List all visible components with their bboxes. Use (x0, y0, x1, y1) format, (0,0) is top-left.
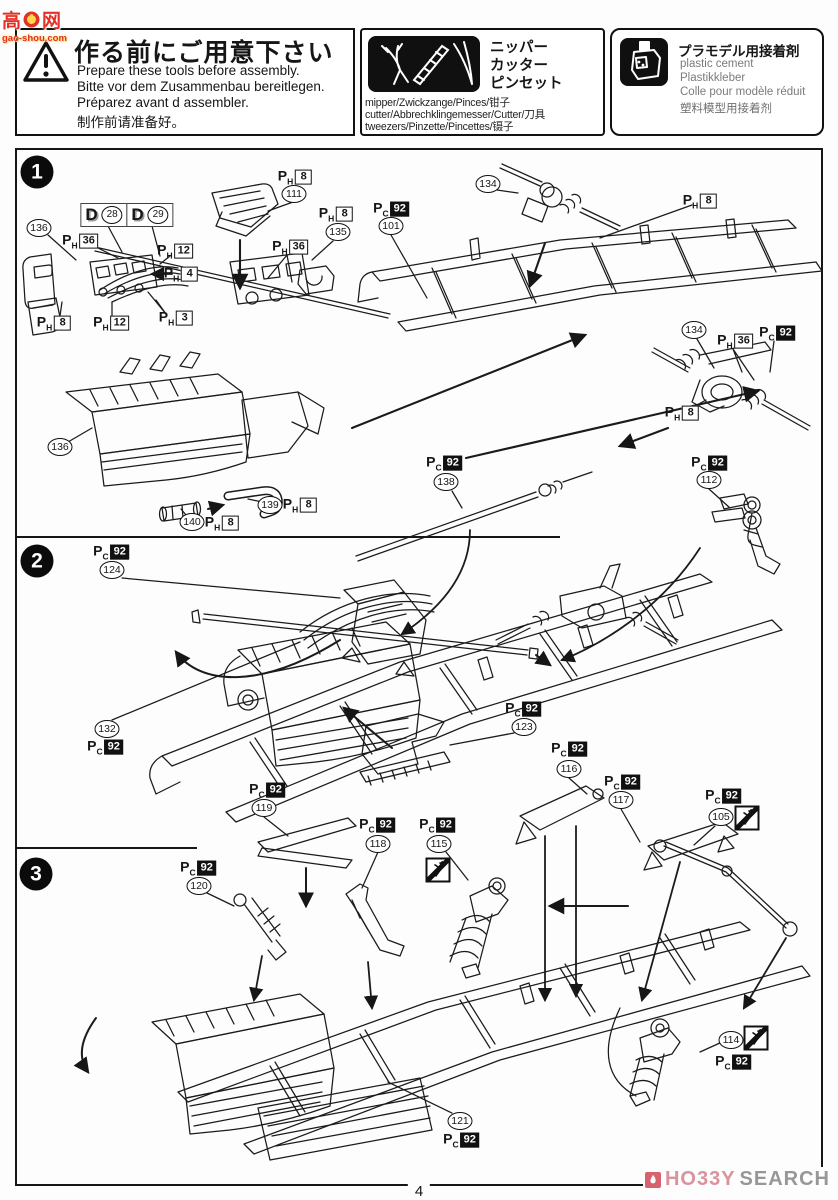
tools-lang-line-3: tweezers/Pinzette/Pincettes/镊子 (365, 121, 514, 133)
tools-jp-nipper: ニッパー (490, 40, 548, 56)
header-line-cn: 制作前请准备好。 (77, 115, 185, 130)
watermark-gear-icon (23, 11, 40, 28)
prepare-tools-box (15, 28, 355, 136)
brand-hobby-text: HO33Y (664, 1168, 736, 1190)
tools-image-panel (368, 36, 480, 92)
header-line-de: Bitte vor dem Zusammenbau bereitlegen. (77, 79, 325, 94)
diagram-frame (15, 148, 823, 1186)
tools-lang-line-2: cutter/Abbrechklingemesser/Cutter/刀具 (365, 109, 546, 121)
cement-bottle-icon (631, 41, 661, 80)
cement-line-cn: 塑料模型用接着剂 (680, 103, 772, 115)
cement-title: プラモデル用接着剤 (678, 44, 800, 59)
tools-lang-line-1: mipper/Zwickzange/Pinces/钳子 (365, 97, 510, 109)
brand-search-text: SEARCH (739, 1168, 830, 1190)
cement-line-en: plastic cement (680, 58, 754, 70)
page-number: 4 (407, 1183, 431, 1200)
warning-triangle-icon (23, 41, 69, 82)
header-title: 作る前にご用意下さい (74, 39, 334, 67)
watermark-url: gao-shou.com (2, 33, 67, 44)
tools-jp-cutter: カッター (490, 58, 548, 74)
watermark-gaoshou: 高 网 gao-shou.com (2, 6, 82, 44)
hobbysearch-logo-icon (644, 1171, 661, 1188)
step-divider-1 (17, 536, 560, 538)
header-line-fr: Préparez avant d assembler. (77, 95, 249, 110)
cement-line-fr: Colle pour modèle réduit (680, 86, 806, 98)
tools-icon (381, 41, 473, 86)
step-divider-2 (17, 847, 197, 849)
cement-line-de: Plastikkleber (680, 72, 746, 84)
header-line-en: Prepare these tools before assembly. (77, 63, 300, 78)
watermark-cn-left: 高 (2, 11, 22, 32)
hobbysearch-watermark: HO33Y SEARCH (642, 1167, 832, 1192)
watermark-cn-right: 网 (42, 11, 62, 32)
tools-jp-tweezers: ピンセット (490, 76, 563, 92)
